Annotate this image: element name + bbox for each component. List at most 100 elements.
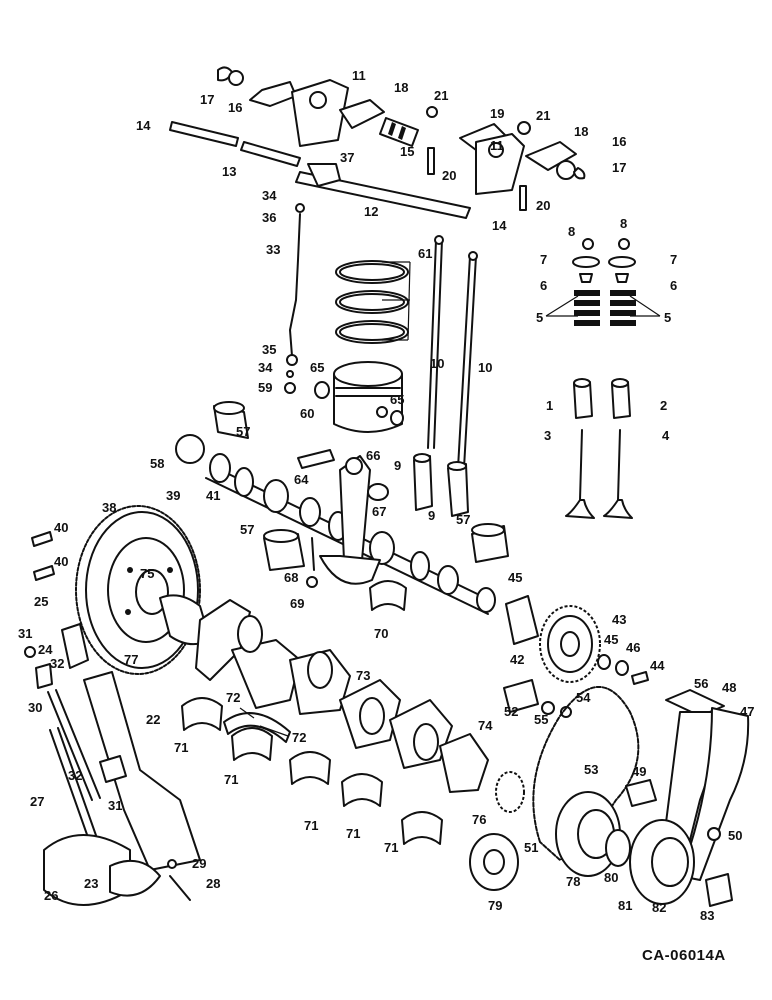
bolts-68-69 [306, 537, 318, 588]
callout-9: 9 [394, 458, 401, 473]
callout-4: 4 [662, 428, 670, 443]
callout-28: 28 [206, 876, 220, 891]
callout-labels: 17 16 11 18 21 19 21 14 15 11 18 16 37 1… [18, 68, 754, 923]
callout-6: 6 [670, 278, 677, 293]
valve-guides [573, 378, 631, 419]
callout-27: 27 [30, 794, 44, 809]
callout-35: 35 [262, 342, 276, 357]
callout-2: 2 [660, 398, 667, 413]
callout-8: 8 [568, 224, 575, 239]
callout-14: 14 [492, 218, 507, 233]
callout-40: 40 [54, 554, 68, 569]
leader-lines [239, 261, 661, 737]
connecting-rod [319, 455, 389, 585]
cam-gear-43 [539, 605, 601, 683]
callout-80: 80 [604, 870, 618, 885]
callout-30: 30 [28, 700, 42, 715]
callout-29: 29 [192, 856, 206, 871]
callout-71: 71 [384, 840, 398, 855]
thrust-plate-42 [505, 595, 539, 645]
callout-31: 31 [108, 798, 122, 813]
idler-52 [503, 679, 572, 718]
callout-5: 5 [664, 310, 671, 325]
callout-25: 25 [34, 594, 48, 609]
tappets [413, 453, 469, 517]
callout-16: 16 [612, 134, 626, 149]
callout-32: 32 [50, 656, 64, 671]
callout-58: 58 [150, 456, 164, 471]
callout-75: 75 [140, 566, 154, 581]
callout-7: 7 [670, 252, 677, 267]
callout-49: 49 [632, 764, 646, 779]
oil-line [284, 203, 305, 394]
callout-68: 68 [284, 570, 298, 585]
callout-47: 47 [740, 704, 754, 719]
callout-50: 50 [728, 828, 742, 843]
callout-83: 83 [700, 908, 714, 923]
flywheel-bolts [31, 531, 55, 581]
callout-37: 37 [340, 150, 354, 165]
callout-46: 46 [626, 640, 640, 655]
callout-74: 74 [478, 718, 493, 733]
rocker-shaft-front [169, 121, 471, 219]
callout-65: 65 [310, 360, 324, 375]
callout-76: 76 [472, 812, 486, 827]
callout-5: 5 [536, 310, 543, 325]
washers-44-46 [597, 654, 649, 685]
callout-32: 32 [68, 768, 82, 783]
callout-79: 79 [488, 898, 502, 913]
piston-rings [335, 260, 409, 344]
callout-78: 78 [566, 874, 580, 889]
callout-57: 57 [456, 512, 470, 527]
camshaft [205, 453, 496, 615]
valve-springs [572, 238, 636, 326]
callout-82: 82 [652, 900, 666, 915]
callout-70: 70 [374, 626, 388, 641]
callout-45: 45 [508, 570, 522, 585]
callout-57: 57 [240, 522, 254, 537]
callout-10: 10 [430, 356, 444, 371]
callout-54: 54 [576, 690, 591, 705]
callout-55: 55 [534, 712, 548, 727]
callout-71: 71 [224, 772, 238, 787]
callout-71: 71 [346, 826, 360, 841]
callout-3: 3 [544, 428, 551, 443]
main-bearing-70 [369, 580, 407, 611]
push-rods [427, 235, 478, 469]
callout-14: 14 [136, 118, 151, 133]
valves [565, 429, 633, 519]
callout-67: 67 [372, 504, 386, 519]
main-bearings [181, 697, 443, 845]
callout-20: 20 [442, 168, 456, 183]
callout-11: 11 [490, 138, 504, 153]
callout-48: 48 [722, 680, 736, 695]
callout-57: 57 [236, 424, 250, 439]
callout-9: 9 [428, 508, 435, 523]
callout-39: 39 [166, 488, 180, 503]
callout-69: 69 [290, 596, 304, 611]
flywheel [75, 505, 201, 675]
callout-38: 38 [102, 500, 116, 515]
callout-22: 22 [146, 712, 160, 727]
camshaft-bearings [213, 401, 509, 571]
callout-26: 26 [44, 888, 58, 903]
callout-73: 73 [356, 668, 370, 683]
callout-10: 10 [478, 360, 492, 375]
crankshaft [159, 594, 489, 793]
callout-1: 1 [546, 398, 553, 413]
callout-51: 51 [524, 840, 538, 855]
callout-19: 19 [490, 106, 504, 121]
callout-20: 20 [536, 198, 550, 213]
callout-13: 13 [222, 164, 236, 179]
callout-8: 8 [620, 216, 627, 231]
figure-code: CA-06014A [642, 947, 726, 964]
callout-18: 18 [394, 80, 408, 95]
callout-53: 53 [584, 762, 598, 777]
callout-72: 72 [226, 690, 240, 705]
callout-52: 52 [504, 704, 518, 719]
crank-pulley [469, 791, 733, 907]
callout-42: 42 [510, 652, 524, 667]
callout-44: 44 [650, 658, 665, 673]
callout-81: 81 [618, 898, 632, 913]
plug-58 [175, 434, 205, 464]
